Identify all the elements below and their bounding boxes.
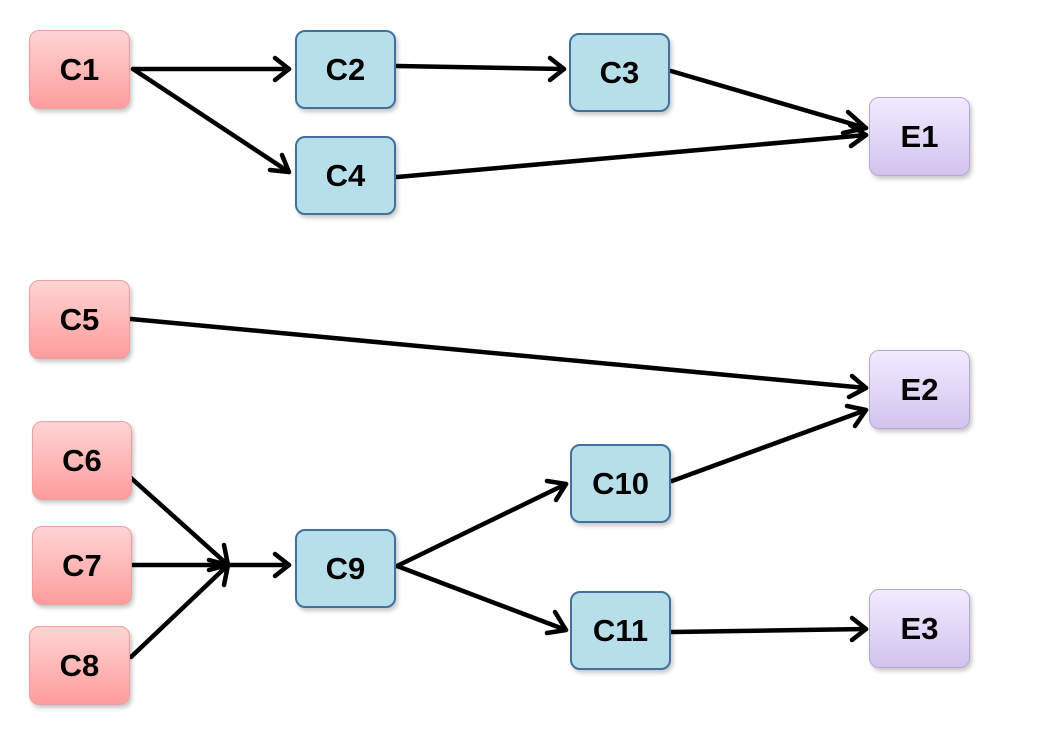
node-e3-label: E3 [900, 610, 939, 646]
edge-c6-c9 [128, 475, 231, 568]
node-c9-label: C9 [325, 550, 366, 586]
node-c8-label: C8 [59, 647, 100, 683]
node-c9: C9 [295, 529, 396, 608]
node-c2: C2 [295, 30, 396, 109]
edge-c1-c2 [130, 55, 292, 83]
node-c4-label: C4 [325, 157, 366, 193]
edge-c2-c3 [394, 55, 567, 83]
node-c7: C7 [32, 526, 132, 605]
edge-c10-e2 [669, 403, 869, 484]
edge-c7-c9 [130, 551, 292, 579]
node-c4: C4 [295, 136, 396, 215]
node-c10-label: C10 [592, 465, 649, 501]
edge-c9-c10 [394, 478, 569, 569]
node-e3: E3 [869, 589, 970, 668]
node-c11-label: C11 [592, 612, 649, 648]
node-c5-label: C5 [59, 301, 100, 337]
node-c11: C11 [570, 591, 671, 670]
edge-c1-c4 [130, 66, 292, 175]
node-c8: C8 [29, 626, 130, 705]
node-e2: E2 [869, 350, 970, 429]
node-c3: C3 [569, 33, 670, 112]
edge-c3-e1 [668, 68, 869, 136]
edge-c11-e3 [669, 615, 869, 643]
node-c6-label: C6 [62, 442, 102, 478]
edge-c8-c9 [128, 562, 231, 660]
node-c5: C5 [29, 280, 130, 359]
node-c6: C6 [32, 421, 132, 500]
edge-c9-c11 [394, 563, 569, 636]
node-c1-label: C1 [59, 51, 100, 87]
node-c7-label: C7 [62, 547, 102, 583]
node-e1: E1 [869, 97, 970, 176]
edge-c5-e2 [128, 316, 869, 400]
edge-c4-e1 [394, 122, 869, 180]
node-c3-label: C3 [599, 54, 640, 90]
node-c10: C10 [570, 444, 671, 523]
node-e2-label: E2 [900, 371, 939, 407]
node-c1: C1 [29, 30, 130, 109]
node-c2-label: C2 [325, 51, 366, 87]
node-e1-label: E1 [900, 118, 939, 154]
